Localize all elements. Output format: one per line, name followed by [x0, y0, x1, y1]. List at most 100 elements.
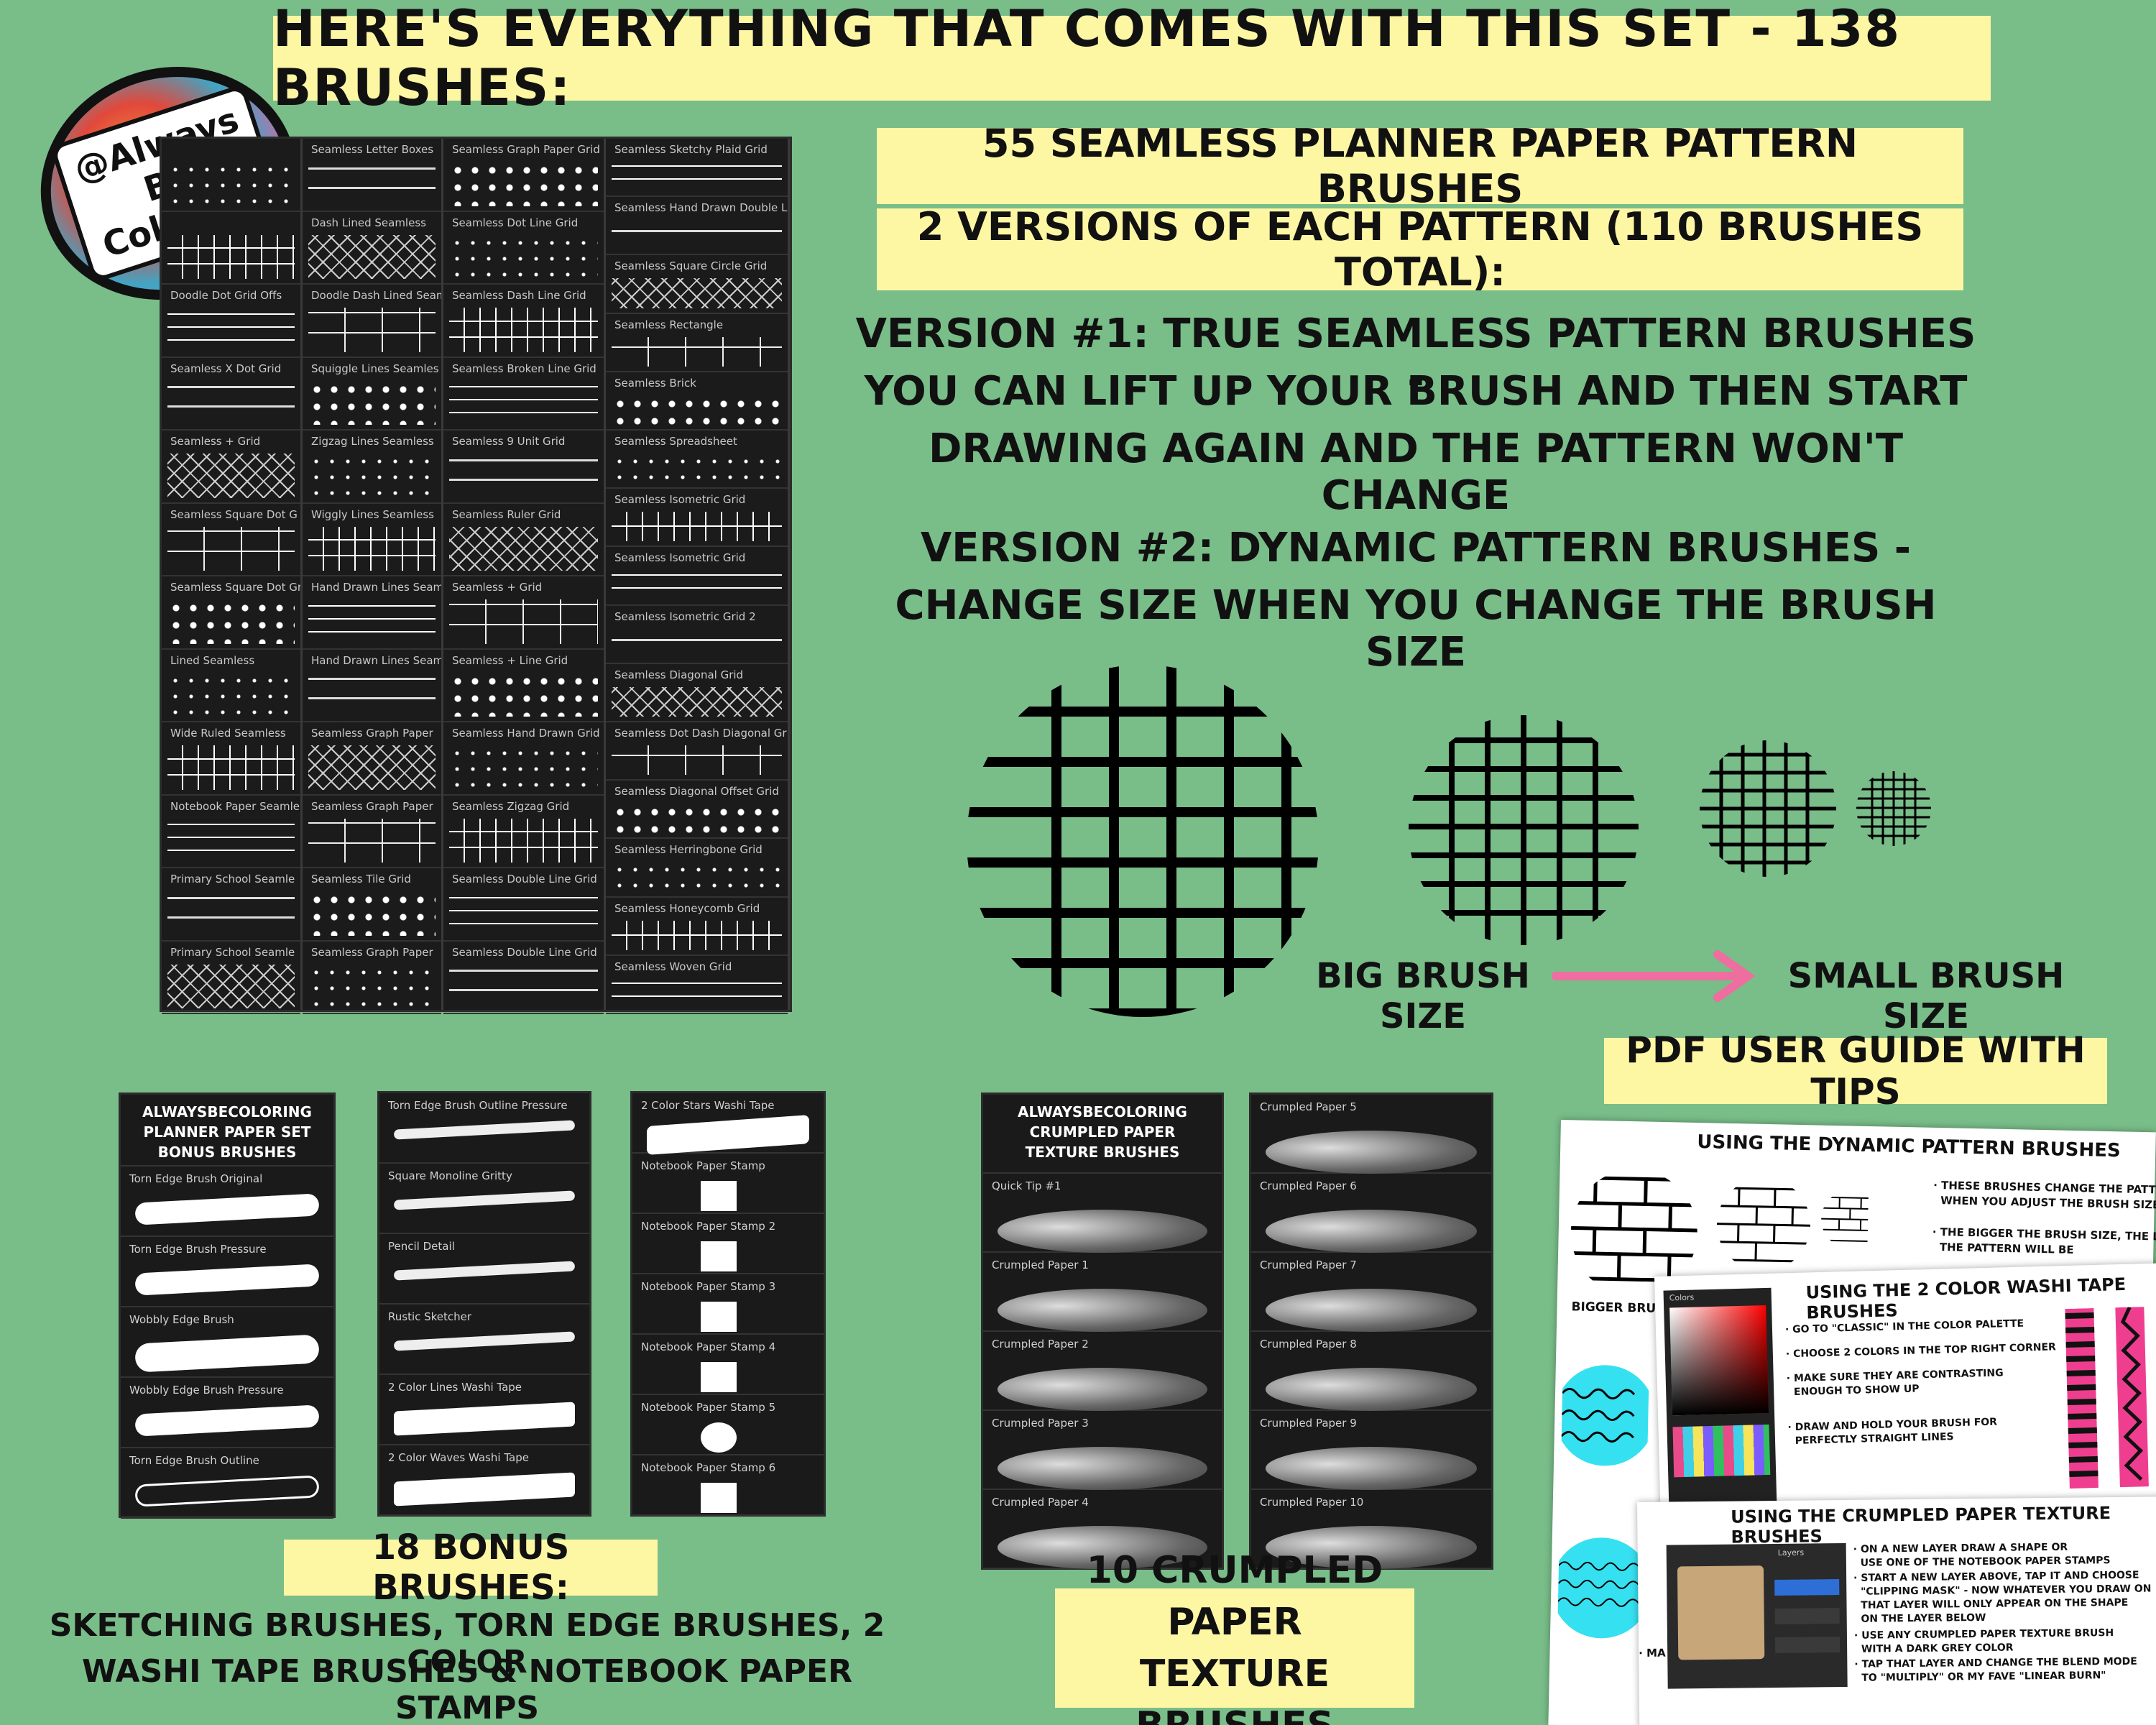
brush-swatch[interactable]: Seamless Square Dot G [162, 504, 300, 576]
brush-stroke-preview [1266, 1367, 1477, 1411]
brush-pattern-preview [449, 234, 598, 279]
brush-swatch[interactable]: Seamless Graph Paper [303, 942, 441, 1014]
brush-swatch[interactable]: Seamless Sketchy Plaid Grid [606, 139, 788, 198]
brush-pattern-preview [167, 891, 295, 936]
brush-name: Torn Edge Brush Outline Pressure [388, 1099, 568, 1112]
brush-item[interactable]: 2 Color Lines Washi Tape [379, 1375, 589, 1445]
brush-item[interactable]: Wobbly Edge Brush [121, 1307, 333, 1378]
brush-swatch[interactable]: Seamless Hand Drawn Grid [443, 722, 604, 796]
brush-swatch[interactable]: Seamless Rectangle [606, 314, 788, 372]
brush-name: Wiggly Lines Seamless [311, 507, 434, 521]
brush-item[interactable]: Notebook Paper Stamp 6 [632, 1455, 824, 1516]
brush-item[interactable]: 2 Color Stars Washi Tape [632, 1093, 824, 1155]
crumpled-title-line1: 10 crumpled paper [1086, 1549, 1383, 1644]
layer-row [1774, 1637, 1841, 1653]
brush-item[interactable]: Crumpled Paper 7 [1251, 1253, 1491, 1332]
brush-item[interactable]: Crumpled Paper 9 [1251, 1411, 1491, 1490]
brush-swatch[interactable]: Seamless Spreadsheet [606, 431, 788, 489]
brush-item[interactable]: Torn Edge Brush Outline Pressure [379, 1093, 589, 1164]
brush-name: Seamless Herringbone Grid [614, 843, 763, 857]
brush-swatch[interactable]: Seamless Tile Grid [303, 868, 441, 942]
brush-pattern-preview [308, 308, 436, 352]
brush-swatch[interactable]: Seamless X Dot Grid [162, 358, 300, 431]
brush-swatch[interactable]: Lined Seamless [162, 650, 300, 722]
brush-item[interactable]: Crumpled Paper 2 [983, 1332, 1222, 1411]
brush-item[interactable]: Torn Edge Brush Original [121, 1167, 333, 1237]
brush-swatch[interactable]: Seamless Broken Line Grid [443, 358, 604, 431]
brush-swatch[interactable]: Seamless Isometric Grid [606, 547, 788, 606]
brush-item[interactable]: Notebook Paper Stamp 2 [632, 1214, 824, 1274]
brush-pattern-preview [449, 745, 598, 790]
brush-swatch[interactable]: Seamless Letter Boxes [303, 139, 441, 212]
brush-pattern-preview [167, 380, 295, 425]
brush-swatch[interactable]: Seamless Graph Paper [303, 796, 441, 868]
brush-item[interactable]: 2 Color Waves Washi Tape [379, 1445, 589, 1516]
brush-pattern-preview [449, 308, 598, 352]
brush-item[interactable]: Notebook Paper Stamp 3 [632, 1274, 824, 1335]
brush-swatch[interactable]: Seamless Dot Line Grid [443, 212, 604, 285]
brush-name: Doodle Dash Lined Seam [311, 289, 441, 302]
brush-item[interactable]: Crumpled Paper 6 [1251, 1174, 1491, 1253]
brush-item[interactable]: Quick Tip #1 [983, 1174, 1222, 1253]
brush-swatch[interactable]: Seamless + Grid [162, 431, 300, 504]
brush-item[interactable]: Pencil Detail [379, 1234, 589, 1305]
brush-swatch[interactable]: Wide Ruled Seamless [162, 722, 300, 796]
brush-swatch[interactable]: Seamless + Line Grid [443, 650, 604, 722]
brush-item[interactable]: Torn Edge Brush Pressure [121, 1237, 333, 1307]
brush-swatch[interactable]: Seamless + Grid [443, 576, 604, 650]
brush-item[interactable]: Crumpled Paper 3 [983, 1411, 1222, 1490]
brush-swatch[interactable]: Doodle Dash Lined Seam [303, 285, 441, 358]
brush-swatch[interactable]: Seamless Herringbone Grid [606, 839, 788, 898]
brush-item[interactable]: Wobbly Edge Brush Pressure [121, 1378, 333, 1448]
brush-swatch[interactable]: Seamless Diagonal Offset Grid [606, 781, 788, 840]
brush-swatch[interactable] [162, 139, 300, 212]
brush-swatch[interactable]: Wiggly Lines Seamless [303, 504, 441, 576]
brush-swatch[interactable]: Dash Lined Seamless [303, 212, 441, 285]
brush-swatch[interactable]: Seamless Hand Drawn Double Line Grid [606, 197, 788, 256]
brush-item[interactable]: Notebook Paper Stamp [632, 1154, 824, 1214]
brush-swatch[interactable]: Seamless Zigzag Grid [443, 796, 604, 868]
brush-name: 2 Color Stars Washi Tape [641, 1099, 775, 1112]
brush-item[interactable]: Rustic Sketcher [379, 1305, 589, 1375]
brush-item[interactable]: Notebook Paper Stamp 4 [632, 1335, 824, 1395]
brush-item[interactable]: Torn Edge Brush Outline [121, 1448, 333, 1519]
brush-swatch[interactable] [162, 212, 300, 285]
brush-swatch[interactable]: Seamless Diagonal Grid [606, 664, 788, 722]
brush-item[interactable]: Crumpled Paper 5 [1251, 1095, 1491, 1174]
brush-swatch[interactable]: Seamless Dash Line Grid [443, 285, 604, 358]
brush-name: Seamless Ruler Grid [452, 507, 561, 521]
brush-swatch[interactable]: Seamless Double Line Grid [443, 868, 604, 942]
brush-name: Seamless Hand Drawn Double Line Grid [614, 201, 788, 215]
brush-swatch[interactable]: Zigzag Lines Seamless [303, 431, 441, 504]
brush-swatch[interactable]: Seamless Double Line Grid [443, 942, 604, 1014]
brush-swatch[interactable]: Hand Drawn Lines Seam [303, 650, 441, 722]
brush-swatch[interactable]: Hand Drawn Lines Seam [303, 576, 441, 650]
brush-swatch[interactable]: Notebook Paper Seamle [162, 796, 300, 868]
brush-pattern-preview [167, 234, 295, 279]
brush-item[interactable]: Crumpled Paper 1 [983, 1253, 1222, 1332]
brush-swatch[interactable]: Primary School Seamle [162, 942, 300, 1014]
brush-swatch[interactable]: Seamless Honeycomb Grid [606, 898, 788, 956]
brush-swatch[interactable]: Seamless Woven Grid [606, 956, 788, 1014]
brush-swatch[interactable]: Seamless Graph Paper Grid [443, 139, 604, 212]
brush-swatch[interactable]: Seamless Square Dot Gr [162, 576, 300, 650]
brush-swatch[interactable]: Seamless Isometric Grid [606, 489, 788, 548]
brush-swatch[interactable]: Seamless Dot Dash Diagonal Grid [606, 722, 788, 781]
brush-swatch[interactable]: Doodle Dot Grid Offs [162, 285, 300, 358]
brush-item[interactable]: Crumpled Paper 8 [1251, 1332, 1491, 1411]
brush-swatch[interactable]: Squiggle Lines Seamles [303, 358, 441, 431]
brush-item[interactable]: Square Monoline Gritty [379, 1164, 589, 1234]
brush-swatch[interactable]: Seamless 9 Unit Grid [443, 431, 604, 504]
brush-item[interactable]: Crumpled Paper 4 [983, 1490, 1222, 1569]
brush-swatch[interactable]: Primary School Seamle [162, 868, 300, 942]
brush-name: Dash Lined Seamless [311, 216, 426, 229]
brush-swatch[interactable]: Seamless Ruler Grid [443, 504, 604, 576]
brush-swatch[interactable]: Seamless Isometric Grid 2 [606, 606, 788, 664]
brush-item[interactable]: Notebook Paper Stamp 5 [632, 1395, 824, 1455]
brush-stroke-preview [701, 1482, 737, 1513]
brush-swatch[interactable]: Seamless Brick [606, 372, 788, 431]
brush-swatch[interactable]: Seamless Square Circle Grid [606, 255, 788, 314]
brush-item[interactable]: Crumpled Paper 10 [1251, 1490, 1491, 1569]
brush-swatch[interactable]: Seamless Graph Paper [303, 722, 441, 796]
